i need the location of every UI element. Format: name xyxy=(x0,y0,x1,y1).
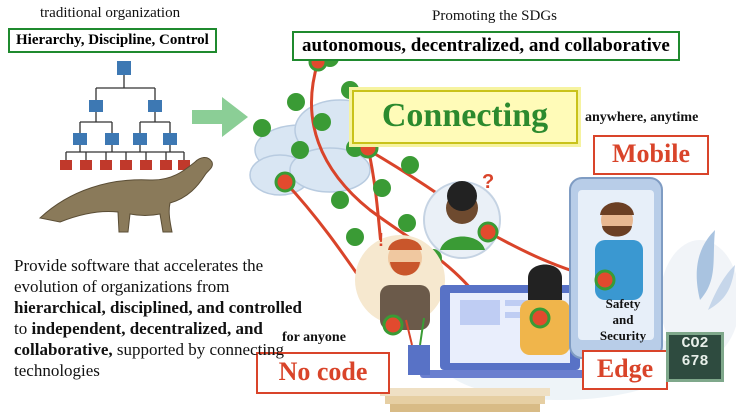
sdgs-caption: Promoting the SDGs xyxy=(432,8,558,24)
description-bold1: hierarchical, disciplined, and controlle… xyxy=(14,298,302,317)
co2-label: CO2 xyxy=(681,335,709,352)
mobile-caption: anywhere, anytime xyxy=(585,110,699,125)
traditional-values-box: Hierarchy, Discipline, Control xyxy=(8,28,217,53)
question-mark-icon: ? xyxy=(482,171,494,193)
safety-caption-line2: and xyxy=(612,312,634,327)
hierarchy-nodes-blue xyxy=(73,61,177,145)
traditional-caption: traditional organization xyxy=(40,5,181,21)
nocode-label: No code xyxy=(256,352,390,394)
sdgs-values-box: autonomous, decentralized, and collabora… xyxy=(292,31,680,61)
co2-value: 678 xyxy=(681,353,709,370)
hierarchy-nodes-red xyxy=(60,160,190,170)
description-bold2: independent, decentralized, and collabor… xyxy=(14,319,263,359)
connecting-label: Connecting xyxy=(352,90,578,144)
plant-icon xyxy=(696,230,715,300)
safety-caption: Safety and Security xyxy=(590,296,656,344)
dinosaur-icon xyxy=(38,157,213,233)
safety-caption-line3: Security xyxy=(599,328,647,343)
arrow-right-icon xyxy=(192,97,248,137)
description: Provide software that accelerates the ev… xyxy=(14,255,314,381)
edge-label: Edge xyxy=(582,350,668,390)
mobile-label: Mobile xyxy=(593,135,709,175)
description-part1: Provide software that accelerates the ev… xyxy=(14,256,264,296)
exclamation-icon: ! xyxy=(378,230,384,250)
description-part2: to xyxy=(14,319,32,338)
safety-caption-line1: Safety xyxy=(605,296,641,311)
nocode-caption: for anyone xyxy=(282,330,346,345)
co2-display: CO2 678 xyxy=(666,332,724,382)
hierarchy-tree xyxy=(65,75,185,160)
description-part3: supported by connecting technologies xyxy=(14,340,285,380)
